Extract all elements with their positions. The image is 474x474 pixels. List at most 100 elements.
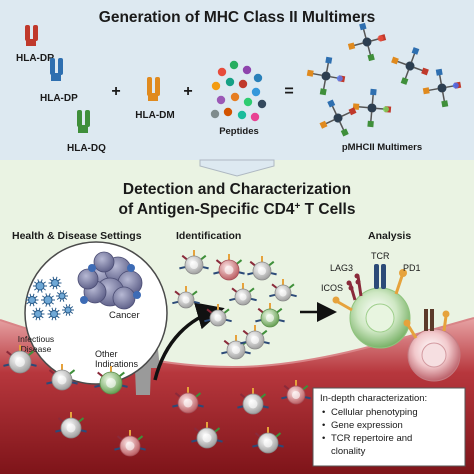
- t-cell: [252, 427, 284, 454]
- t-cell: [213, 254, 245, 281]
- box-bullet: •: [322, 407, 325, 418]
- virus-icon: [56, 290, 68, 302]
- virus-icon: [25, 293, 39, 307]
- hla-dq-icon: [77, 110, 90, 133]
- icos-receptor-icon: [332, 296, 353, 312]
- virus-icon: [47, 307, 61, 321]
- peptide-dot: [210, 109, 220, 119]
- box-item-phenotyping: Cellular phenotyping: [331, 407, 418, 418]
- top-title: Generation of MHC Class II Multimers: [99, 9, 375, 26]
- pd1-label: PD1: [403, 263, 421, 273]
- analysis-heading: Analysis: [368, 230, 411, 242]
- t-cell: [179, 250, 209, 275]
- peptide-dot: [250, 112, 260, 122]
- peptide-dot: [238, 79, 248, 89]
- other-indications-label-2: Indications: [95, 359, 139, 369]
- peptide-dot: [251, 87, 261, 97]
- hla-dm-icon: [147, 77, 160, 101]
- hla-dr-label: HLA-DR: [16, 53, 55, 64]
- multimer-icon: [422, 68, 462, 108]
- box-bullet: •: [322, 433, 325, 444]
- t-cell: [255, 303, 285, 328]
- peptide-dot: [243, 97, 253, 107]
- peptide-dot: [211, 81, 221, 91]
- multimer-icon: [347, 22, 387, 62]
- peptide-dot: [223, 107, 233, 117]
- identification-heading: Identification: [176, 230, 241, 242]
- analysis-red-cell: [403, 309, 461, 382]
- bottom-title-line2: of Antigen-Specific CD4+ T Cells: [119, 201, 356, 219]
- infectious-label-2: Disease: [21, 344, 52, 354]
- peptide-dot: [216, 95, 226, 105]
- chevron-down-icon: [199, 159, 275, 177]
- multimers-label: pMHCII Multimers: [342, 142, 422, 153]
- box-item-tcr-repertoire: TCR repertoire and: [331, 433, 412, 444]
- peptides-cluster: [210, 60, 267, 122]
- t-cells: [3, 250, 311, 457]
- multimer-icon: [391, 47, 429, 85]
- virus-icon: [41, 293, 55, 307]
- box-list: • Cellular phenotyping • Gene expression…: [322, 407, 418, 457]
- t-cell: [46, 364, 78, 391]
- box-item-gene-expression: Gene expression: [331, 420, 403, 431]
- multimer-icon: [306, 56, 346, 96]
- t-cell: [269, 279, 297, 302]
- other-indications-label-1: Other: [95, 349, 118, 359]
- tcr-label: TCR: [371, 251, 390, 261]
- peptide-dot: [253, 73, 263, 83]
- cancer-label: Cancer: [109, 310, 140, 321]
- characterization-box: [312, 387, 466, 467]
- t-cell: [114, 430, 146, 457]
- peptide-dot: [230, 92, 240, 102]
- t-cell: [247, 256, 277, 281]
- pd1-receptor-icon: [394, 269, 407, 295]
- box-title: In-depth characterization:: [320, 393, 427, 404]
- plus-sign-2: +: [183, 83, 192, 100]
- hla-dp-icon: [50, 58, 63, 81]
- bottom-title-line1: Detection and Characterization: [123, 181, 351, 198]
- cancer-tumor: [77, 251, 143, 310]
- virus-icon: [48, 276, 62, 290]
- t-cell: [237, 388, 269, 415]
- t-cell: [3, 345, 37, 374]
- hla-dm-label: HLA-DM: [135, 110, 174, 121]
- peptide-dot: [217, 67, 227, 77]
- virus-icon: [31, 307, 45, 321]
- virus-icon: [33, 279, 47, 293]
- multimer-icon: [319, 99, 357, 137]
- peptide-dot: [257, 99, 267, 109]
- virus-icon: [62, 304, 74, 316]
- curved-arrow: [153, 302, 225, 381]
- top-panel-bg: [0, 0, 474, 160]
- box-bullet: •: [322, 420, 325, 431]
- t-cell: [229, 283, 257, 306]
- health-disease-heading: Health & Disease Settings: [12, 230, 142, 242]
- t-cell: [172, 387, 204, 414]
- t-cell: [281, 380, 311, 405]
- pmhcii-multimers: [306, 22, 462, 137]
- peptides-label: Peptides: [219, 126, 259, 137]
- equals-sign: =: [284, 83, 293, 100]
- hla-dr-icon: [25, 25, 38, 46]
- tcr-receptor-icon: [374, 264, 386, 289]
- peptide-dot: [229, 60, 239, 70]
- multimer-icon: [352, 88, 392, 128]
- hla-dp-label: HLA-DP: [40, 93, 78, 104]
- t-cell: [55, 412, 87, 439]
- peptide-dot: [225, 77, 235, 87]
- t-cell: [172, 286, 200, 309]
- analysis-green-cell: [349, 287, 411, 349]
- virus-particles: [25, 276, 74, 321]
- peptide-dot: [237, 110, 247, 120]
- lag3-receptor-icon: [346, 273, 363, 301]
- infectious-label-1: Infectious: [18, 334, 54, 344]
- icos-label: ICOS: [321, 283, 343, 293]
- hla-dq-label: HLA-DQ: [67, 143, 106, 154]
- t-cell: [204, 304, 232, 327]
- lag3-label: LAG3: [330, 263, 353, 273]
- box-item-clonality: clonality: [331, 446, 366, 457]
- peptide-dot: [242, 65, 252, 75]
- t-cell: [240, 325, 270, 350]
